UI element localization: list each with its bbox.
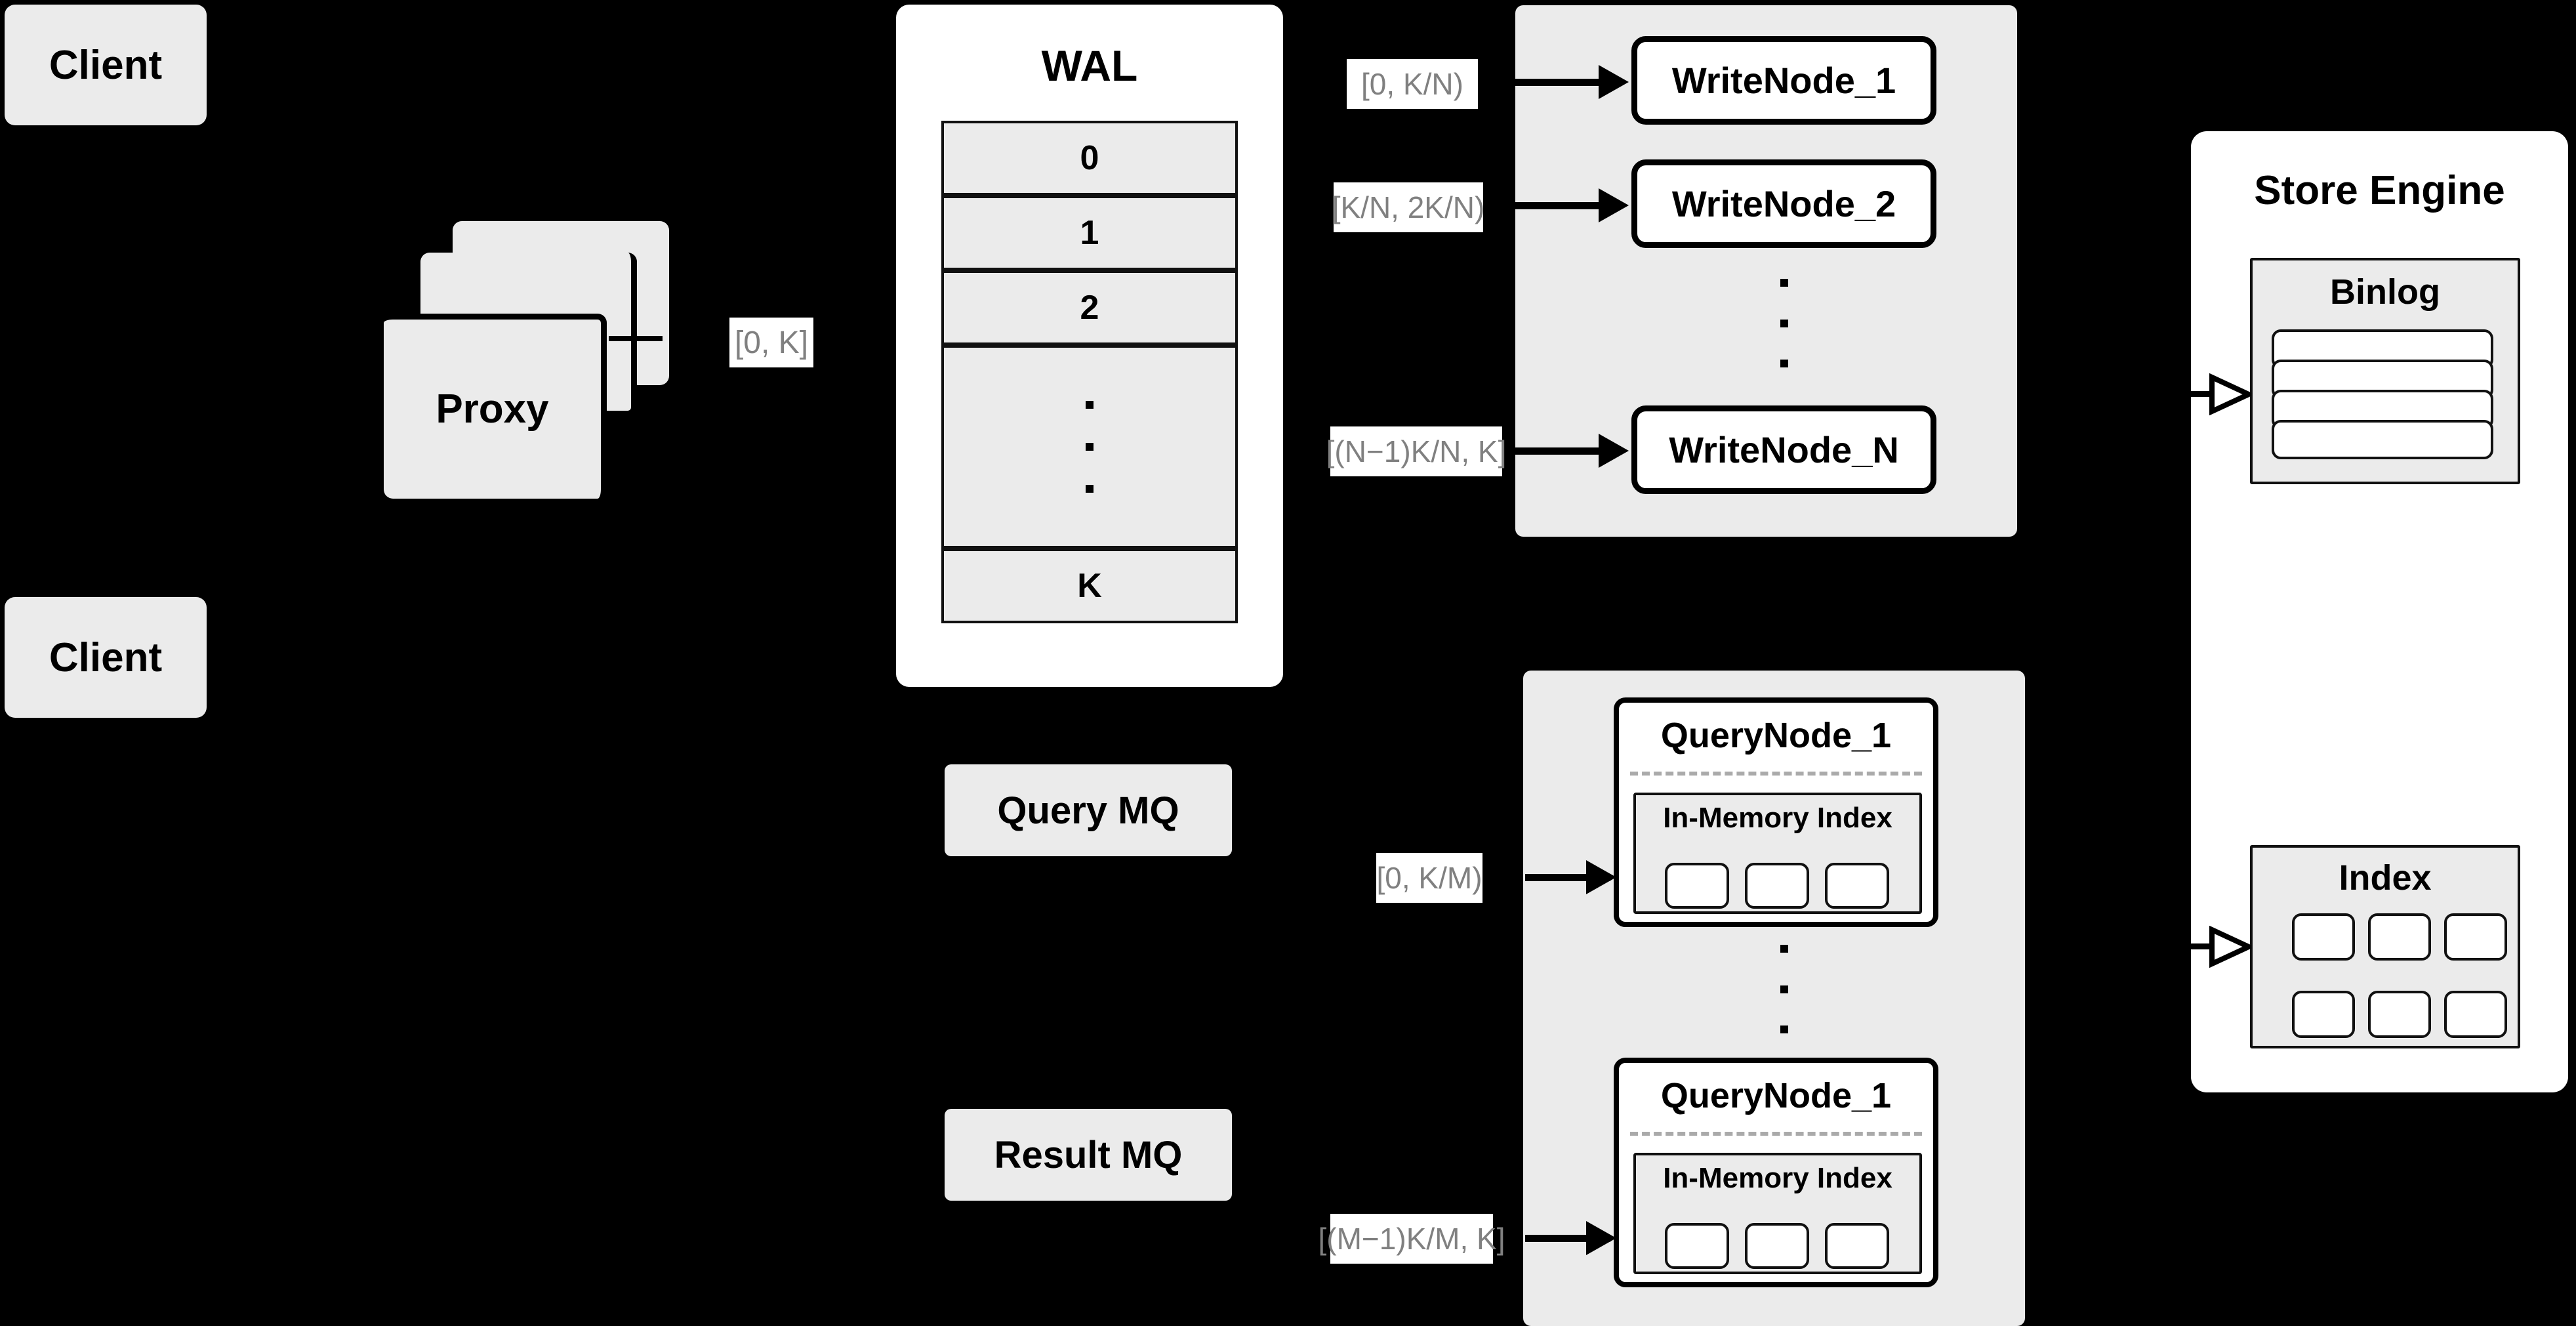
- wal-entry-1-label: 1: [1080, 214, 1099, 252]
- wal-entry-ellipsis: [941, 345, 1238, 549]
- wal-entry-2[interactable]: 2: [941, 270, 1238, 345]
- store-engine-title: Store Engine: [2191, 157, 2568, 223]
- query-node-m-index-cell-1[interactable]: [1665, 1223, 1729, 1269]
- query-node-m-title: QueryNode_1: [1614, 1072, 1938, 1119]
- arrow-line-to-index: [2165, 943, 2216, 949]
- arrow-line-query-node-m: [1525, 1235, 1610, 1242]
- edge-label-write-node-1-text: [0, K/N): [1361, 67, 1463, 101]
- query-node-m-title-text: QueryNode_1: [1660, 1076, 1892, 1115]
- proxy-stack-connector: [609, 336, 663, 341]
- edge-label-query-node-m: [(M−1)K/M, K]: [1319, 1214, 1505, 1264]
- edge-label-query-node-1: [0, K/M): [1376, 853, 1482, 903]
- index-cell-r1c1[interactable]: [2292, 913, 2355, 961]
- query-mq-box[interactable]: Query MQ: [945, 764, 1232, 856]
- binlog-title-text: Binlog: [2330, 272, 2440, 312]
- index-cell-r2c2[interactable]: [2368, 991, 2431, 1038]
- index-cell-r1c3[interactable]: [2444, 913, 2507, 961]
- wal-entry-k[interactable]: K: [941, 549, 1238, 623]
- query-node-m-index-cell-2[interactable]: [1745, 1223, 1809, 1269]
- query-node-1-index-cell-3[interactable]: [1825, 863, 1889, 909]
- index-cell-r2c3[interactable]: [2444, 991, 2507, 1038]
- write-node-1-label: WriteNode_1: [1671, 60, 1896, 101]
- query-node-m-index-cell-3[interactable]: [1825, 1223, 1889, 1269]
- index-cell-r2c1[interactable]: [2292, 991, 2355, 1038]
- binlog-title: Binlog: [2250, 266, 2520, 318]
- wal-entry-2-label: 2: [1080, 289, 1099, 327]
- client-label-1: Client: [49, 42, 163, 88]
- query-node-m-divider: [1630, 1132, 1922, 1136]
- wal-title: WAL: [896, 30, 1283, 102]
- query-node-1-index-cell-2[interactable]: [1745, 863, 1809, 909]
- write-node-2-label: WriteNode_2: [1671, 183, 1896, 224]
- query-mq-label: Query MQ: [997, 789, 1179, 832]
- proxy-label: Proxy: [436, 386, 549, 432]
- edge-label-query-node-m-text: [(M−1)K/M, K]: [1318, 1222, 1505, 1256]
- query-node-1-inmemory-index-title: In-Memory Index: [1633, 798, 1922, 839]
- wal-entry-k-label: K: [1077, 567, 1102, 605]
- store-engine-title-text: Store Engine: [2254, 167, 2505, 213]
- query-cluster-ellipsis: [1767, 945, 1802, 1033]
- client-box-1[interactable]: Client: [5, 5, 207, 125]
- arrow-head-open-to-index: [2209, 926, 2251, 968]
- edge-label-proxy-to-wal: [0, K]: [729, 318, 813, 367]
- write-node-n-label: WriteNode_N: [1669, 429, 1899, 470]
- arrow-head-write-node-1: [1599, 65, 1629, 99]
- write-node-1[interactable]: WriteNode_1: [1631, 36, 1936, 125]
- arrow-head-query-node-m: [1586, 1221, 1616, 1255]
- write-node-n[interactable]: WriteNode_N: [1631, 405, 1936, 494]
- wal-entry-0[interactable]: 0: [941, 121, 1238, 196]
- client-box-2[interactable]: Client: [5, 597, 207, 718]
- query-node-m-inmemory-index-title: In-Memory Index: [1633, 1158, 1922, 1199]
- query-node-1-index-label: In-Memory Index: [1663, 802, 1892, 834]
- index-title-text: Index: [2339, 858, 2432, 898]
- arrow-line-write-node-n: [1515, 447, 1601, 455]
- wal-ellipsis-dots: [1086, 401, 1094, 493]
- edge-label-write-node-1: [0, K/N): [1347, 59, 1478, 109]
- edge-label-write-node-2: [K/N, 2K/N): [1332, 182, 1485, 232]
- result-mq-box[interactable]: Result MQ: [945, 1109, 1232, 1201]
- query-node-1-index-cell-1[interactable]: [1665, 863, 1729, 909]
- edge-label-write-node-n: [(N−1)K/N, K]: [1326, 426, 1506, 476]
- wal-title-text: WAL: [1041, 41, 1138, 90]
- index-cell-r1c2[interactable]: [2368, 913, 2431, 961]
- arrow-head-write-node-n: [1599, 434, 1629, 468]
- binlog-row-4[interactable]: [2272, 420, 2493, 459]
- wal-entry-1[interactable]: 1: [941, 196, 1238, 270]
- query-node-1-title: QueryNode_1: [1614, 712, 1938, 759]
- wal-entry-0-label: 0: [1080, 139, 1099, 177]
- client-label-2: Client: [49, 634, 163, 680]
- edge-label-write-node-n-text: [(N−1)K/N, K]: [1326, 434, 1507, 468]
- arrow-head-write-node-2: [1599, 188, 1629, 222]
- arrow-line-write-node-1: [1515, 79, 1601, 86]
- edge-label-query-node-1-text: [0, K/M): [1376, 861, 1482, 895]
- write-cluster-ellipsis: [1767, 279, 1802, 367]
- arrow-line-to-binlog: [2165, 391, 2216, 397]
- edge-label-write-node-2-text: [K/N, 2K/N): [1332, 190, 1485, 224]
- index-title: Index: [2250, 852, 2520, 904]
- arrow-head-query-node-1: [1586, 860, 1616, 894]
- edge-label-proxy-to-wal-text: [0, K]: [734, 325, 809, 360]
- query-node-1-divider: [1630, 772, 1922, 776]
- arrow-line-query-node-1: [1525, 874, 1610, 881]
- arrow-head-open-to-binlog: [2209, 373, 2251, 415]
- proxy-card-front[interactable]: Proxy: [384, 314, 607, 499]
- query-node-m-index-label: In-Memory Index: [1663, 1162, 1892, 1194]
- arrow-line-write-node-2: [1515, 202, 1601, 209]
- query-node-1-title-text: QueryNode_1: [1660, 716, 1892, 755]
- write-node-2[interactable]: WriteNode_2: [1631, 159, 1936, 248]
- result-mq-label: Result MQ: [994, 1133, 1183, 1176]
